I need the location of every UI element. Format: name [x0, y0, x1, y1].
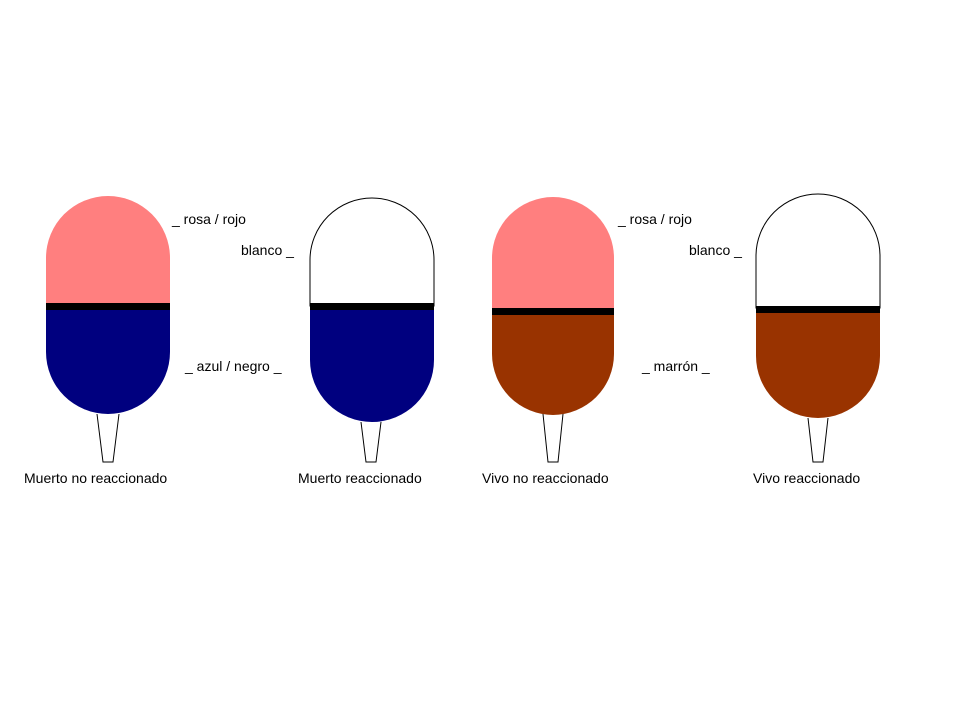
top-color-label: blanco _ [689, 242, 742, 258]
capsule-caption: Muerto reaccionado [298, 470, 422, 486]
capsule-stem [542, 413, 564, 463]
capsule-stem [807, 417, 829, 463]
capsule-top-half [492, 197, 614, 308]
capsule-top-half [309, 197, 435, 307]
capsule-bottom-half [756, 312, 880, 418]
capsule-bottom-half [310, 310, 434, 422]
capsule-caption: Vivo no reaccionado [482, 470, 609, 486]
capsule-vivo-reaccionado: blanco _ Vivo reaccionado [689, 193, 881, 486]
capsule-bottom-half [492, 312, 614, 415]
capsule-muerto-no-reaccionado: _ rosa / rojo _ azul / negro _ Muerto no… [24, 196, 282, 486]
capsule-stem [96, 413, 120, 463]
bottom-color-label: _ marrón _ [641, 358, 710, 374]
capsule-top-half [755, 193, 881, 309]
capsule-bottom-half [46, 310, 170, 414]
capsule-separator [756, 306, 880, 313]
capsule-separator [492, 308, 614, 315]
capsule-muerto-reaccionado: blanco _ Muerto reaccionado [241, 197, 435, 486]
bottom-color-label: _ azul / negro _ [184, 358, 282, 374]
capsule-vivo-no-reaccionado: _ rosa / rojo _ marrón _ Vivo no reaccio… [482, 197, 710, 486]
top-color-label: _ rosa / rojo [171, 211, 246, 227]
capsule-stem [360, 421, 382, 463]
capsule-separator [310, 303, 434, 310]
capsule-top-half [46, 196, 170, 306]
capsule-caption: Vivo reaccionado [753, 470, 860, 486]
capsule-caption: Muerto no reaccionado [24, 470, 167, 486]
top-color-label: blanco _ [241, 242, 294, 258]
capsule-separator [46, 303, 170, 310]
top-color-label: _ rosa / rojo [617, 211, 692, 227]
